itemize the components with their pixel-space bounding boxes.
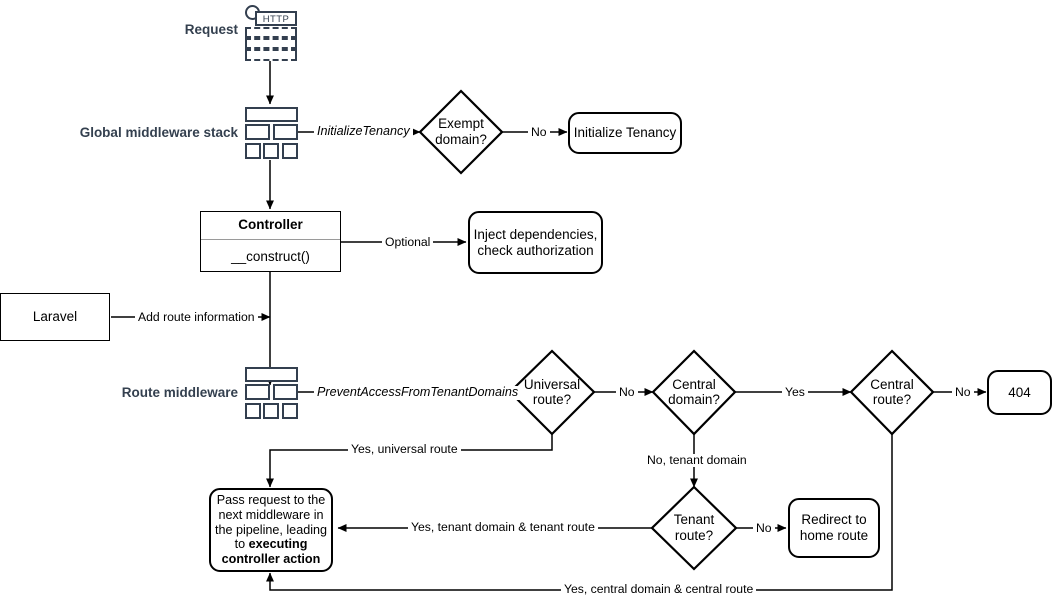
node-pass-request[interactable]: Pass request to the next middleware in t… xyxy=(209,488,333,572)
exempt-domain-line-1: Exempt xyxy=(438,116,484,132)
initialize-tenancy-label: Initialize Tenancy xyxy=(573,125,677,141)
stack-box-bot-1 xyxy=(245,143,261,159)
http-request-icon: HTTP xyxy=(245,5,297,61)
pass-request-line-1: Pass request to the xyxy=(216,492,326,507)
redirect-home-line-2: home route xyxy=(799,528,869,543)
node-404[interactable]: 404 xyxy=(987,370,1052,415)
pass-request-line-4: to executing xyxy=(235,537,308,552)
pass-request-line-5: controller action xyxy=(221,552,321,567)
inject-dependencies-line-1: Inject dependencies, xyxy=(473,226,598,242)
pass-request-line-3: the pipeline, leading xyxy=(214,522,328,537)
node-exempt-domain-label: Exempt domain? xyxy=(435,116,487,148)
node-universal-route-label: Universal route? xyxy=(524,377,580,409)
http-label: HTTP xyxy=(262,14,290,25)
http-body-box-1 xyxy=(245,27,297,38)
laravel-label: Laravel xyxy=(32,309,78,325)
edge-label-universal-no: No xyxy=(616,385,638,400)
stack-box-bot-2 xyxy=(263,403,279,419)
controller-title: Controller xyxy=(201,212,340,240)
node-controller[interactable]: Controller __construct() xyxy=(200,211,341,272)
edge-label-initialize-tenancy: InitializeTenancy xyxy=(314,124,413,139)
central-domain-line-2: domain? xyxy=(668,392,720,408)
node-redirect-home[interactable]: Redirect to home route xyxy=(788,498,880,558)
node-tenant-route-label: Tenant route? xyxy=(674,512,715,544)
stack-box-mid-1 xyxy=(245,124,270,140)
controller-construct-method: __construct() xyxy=(231,248,310,264)
edge-label-central-domain-yes: Yes xyxy=(782,385,808,400)
edge-label-optional: Optional xyxy=(382,235,434,250)
http-header-box xyxy=(255,11,297,26)
stack-box-top xyxy=(245,367,298,382)
edge-label-central-route-no: No xyxy=(952,385,974,400)
node-exempt-domain[interactable]: Exempt domain? xyxy=(420,91,502,173)
exempt-domain-line-2: domain? xyxy=(435,132,487,147)
node-laravel[interactable]: Laravel xyxy=(0,293,110,341)
row-label-route-middleware: Route middleware xyxy=(121,385,238,400)
central-route-line-2: route? xyxy=(872,392,912,408)
route-middleware-stack-icon xyxy=(245,367,298,419)
pass-request-line-4-bold: executing xyxy=(248,537,308,552)
edge-label-prevent-access: PreventAccessFromTenantDomains xyxy=(314,385,522,400)
edge-label-add-route-information: Add route information xyxy=(135,310,258,325)
edge-label-exempt-no: No xyxy=(528,125,550,140)
inject-dependencies-line-2: check authorization xyxy=(477,242,594,258)
node-inject-dependencies[interactable]: Inject dependencies, check authorization xyxy=(468,211,603,274)
stack-box-mid-1 xyxy=(245,384,270,400)
node-tenant-route[interactable]: Tenant route? xyxy=(652,487,736,569)
node-central-route-label: Central route? xyxy=(870,377,914,409)
http-body-box-3 xyxy=(245,49,297,61)
edge-label-yes-central-domain-central-route: Yes, central domain & central route xyxy=(561,582,757,597)
stack-box-mid-2 xyxy=(273,384,298,400)
stack-box-bot-3 xyxy=(282,403,298,419)
stack-box-bot-1 xyxy=(245,403,261,419)
node-initialize-tenancy[interactable]: Initialize Tenancy xyxy=(568,112,682,154)
central-route-line-1: Central xyxy=(870,376,914,392)
tenant-route-line-1: Tenant xyxy=(673,512,715,528)
central-domain-line-1: Central xyxy=(672,376,716,392)
global-middleware-stack-icon xyxy=(245,107,298,159)
tenant-route-line-2: route? xyxy=(674,528,714,543)
edge-label-yes-universal-route: Yes, universal route xyxy=(348,442,461,457)
edge-label-no-tenant-domain: No, tenant domain xyxy=(644,453,750,468)
universal-route-line-1: Universal xyxy=(523,376,581,392)
pass-request-line-2: next middleware in xyxy=(218,507,324,522)
row-label-global-middleware: Global middleware stack xyxy=(79,125,238,140)
node-central-domain-label: Central domain? xyxy=(668,377,720,409)
edge-label-tenant-route-no: No xyxy=(753,521,775,536)
stack-box-bot-2 xyxy=(263,143,279,159)
row-label-request: Request xyxy=(184,22,238,37)
http-body-box-2 xyxy=(245,38,297,49)
edge-label-yes-tenant-domain-tenant-route: Yes, tenant domain & tenant route xyxy=(408,520,598,535)
stack-box-bot-3 xyxy=(282,143,298,159)
redirect-home-line-1: Redirect to xyxy=(801,512,867,528)
node-central-domain[interactable]: Central domain? xyxy=(653,351,735,434)
node-universal-route[interactable]: Universal route? xyxy=(510,351,594,434)
pass-request-line-4-prefix: to xyxy=(234,537,249,552)
stack-box-mid-2 xyxy=(273,124,298,140)
not-found-label: 404 xyxy=(1008,384,1031,400)
stack-box-top xyxy=(245,107,298,122)
node-central-route[interactable]: Central route? xyxy=(851,351,933,434)
universal-route-line-2: route? xyxy=(532,392,572,408)
